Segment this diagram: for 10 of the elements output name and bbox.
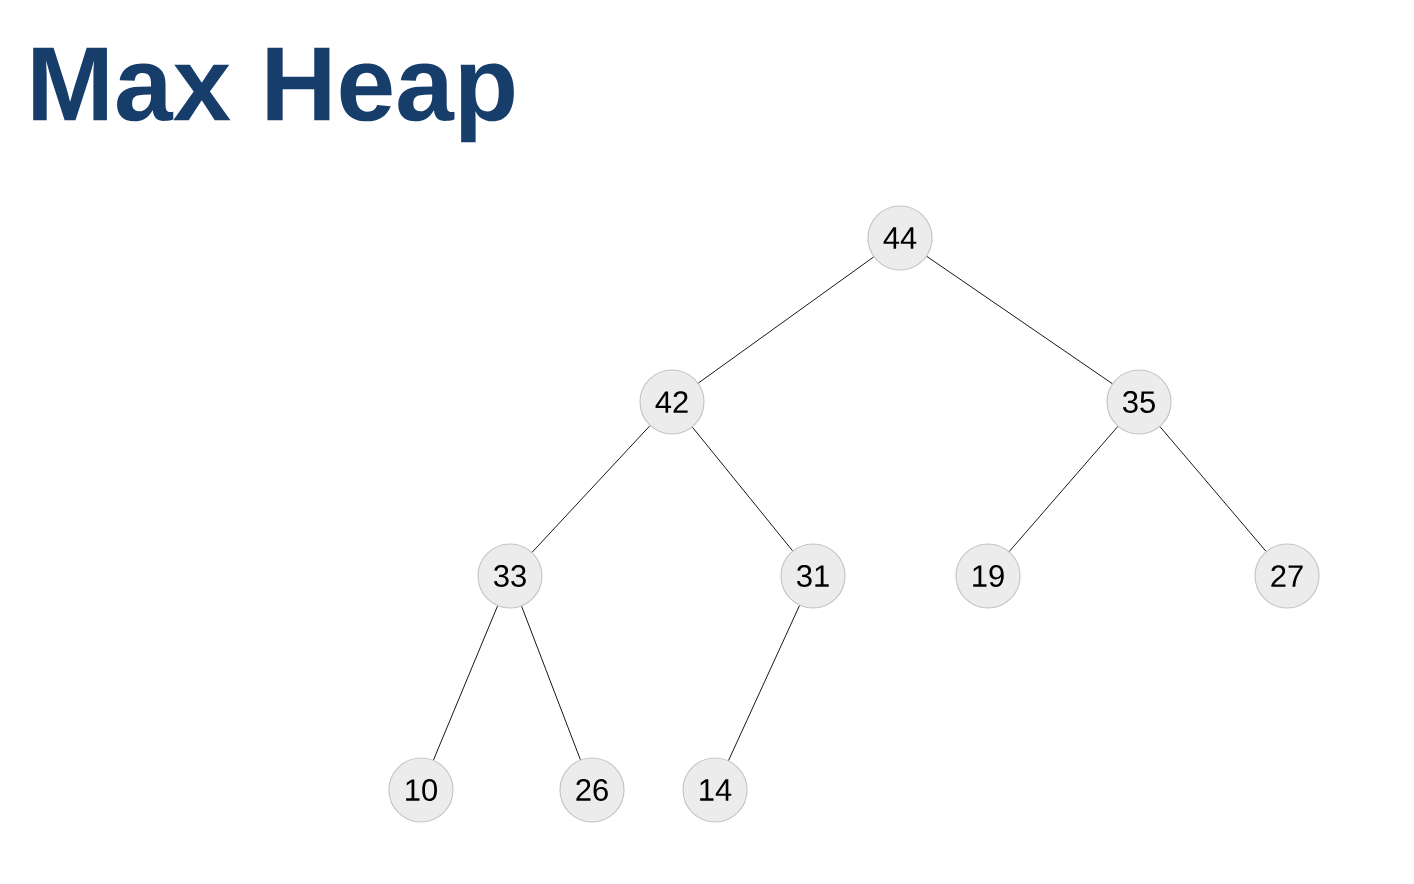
tree-edge	[433, 605, 498, 761]
tree-edge	[926, 255, 1113, 385]
tree-edge	[531, 425, 651, 553]
tree-edge	[692, 426, 793, 552]
tree-edge	[1008, 426, 1119, 552]
tree-edge	[521, 605, 581, 761]
tree-edge	[698, 256, 875, 384]
tree-edge	[728, 605, 800, 761]
tree-edge	[1159, 426, 1267, 552]
title: Max Heap	[33, 47, 514, 143]
